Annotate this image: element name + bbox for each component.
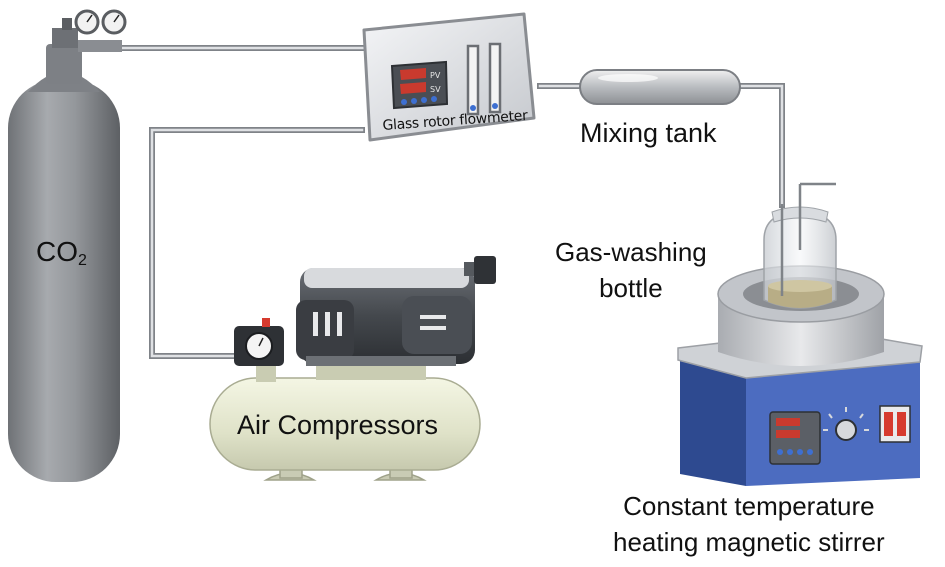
pressure-gauge-icon: [74, 9, 127, 35]
power-switch-icon: [879, 405, 911, 443]
air-compressor: [209, 256, 496, 481]
gas-washing-label-line1: Gas-washing: [555, 237, 707, 267]
gas-washing-bottle: [763, 182, 837, 309]
compressor-pressure-gauge: [234, 318, 284, 366]
gas-washing-label-line2: bottle: [599, 273, 663, 303]
co2-main-text: CO: [36, 236, 78, 267]
stirrer-label-line1: Constant temperature: [623, 491, 875, 521]
rotameter-tubes: [466, 42, 502, 116]
air-compressors-label: Air Compressors: [237, 410, 439, 440]
temperature-knob-icon: [823, 407, 869, 441]
mixing-tank-label: Mixing tank: [580, 118, 717, 148]
bottle-tubes: [780, 182, 836, 296]
pv-label: PV: [430, 71, 441, 80]
flowmeter-display: PV SV: [390, 60, 449, 110]
co2-cylinder: [8, 9, 127, 482]
gas-pipes: [115, 45, 785, 359]
mixing-tank: [579, 69, 741, 105]
compressor-feet: [263, 467, 427, 481]
gas-washing-bottle-label: Gas-washing bottle: [555, 234, 707, 306]
stirrer-control-panel: [769, 411, 821, 465]
co2-cylinder-label: CO2: [36, 236, 87, 270]
compressor-motor: [296, 256, 496, 366]
stirrer-label-line2: heating magnetic stirrer: [613, 527, 885, 557]
co2-subscript: 2: [78, 252, 87, 269]
glass-rotor-flowmeter: PV SV: [362, 12, 536, 142]
magnetic-stirrer-label: Constant temperature heating magnetic st…: [613, 488, 885, 560]
magnetic-stirrer: [677, 265, 923, 486]
sv-label: SV: [430, 85, 441, 94]
